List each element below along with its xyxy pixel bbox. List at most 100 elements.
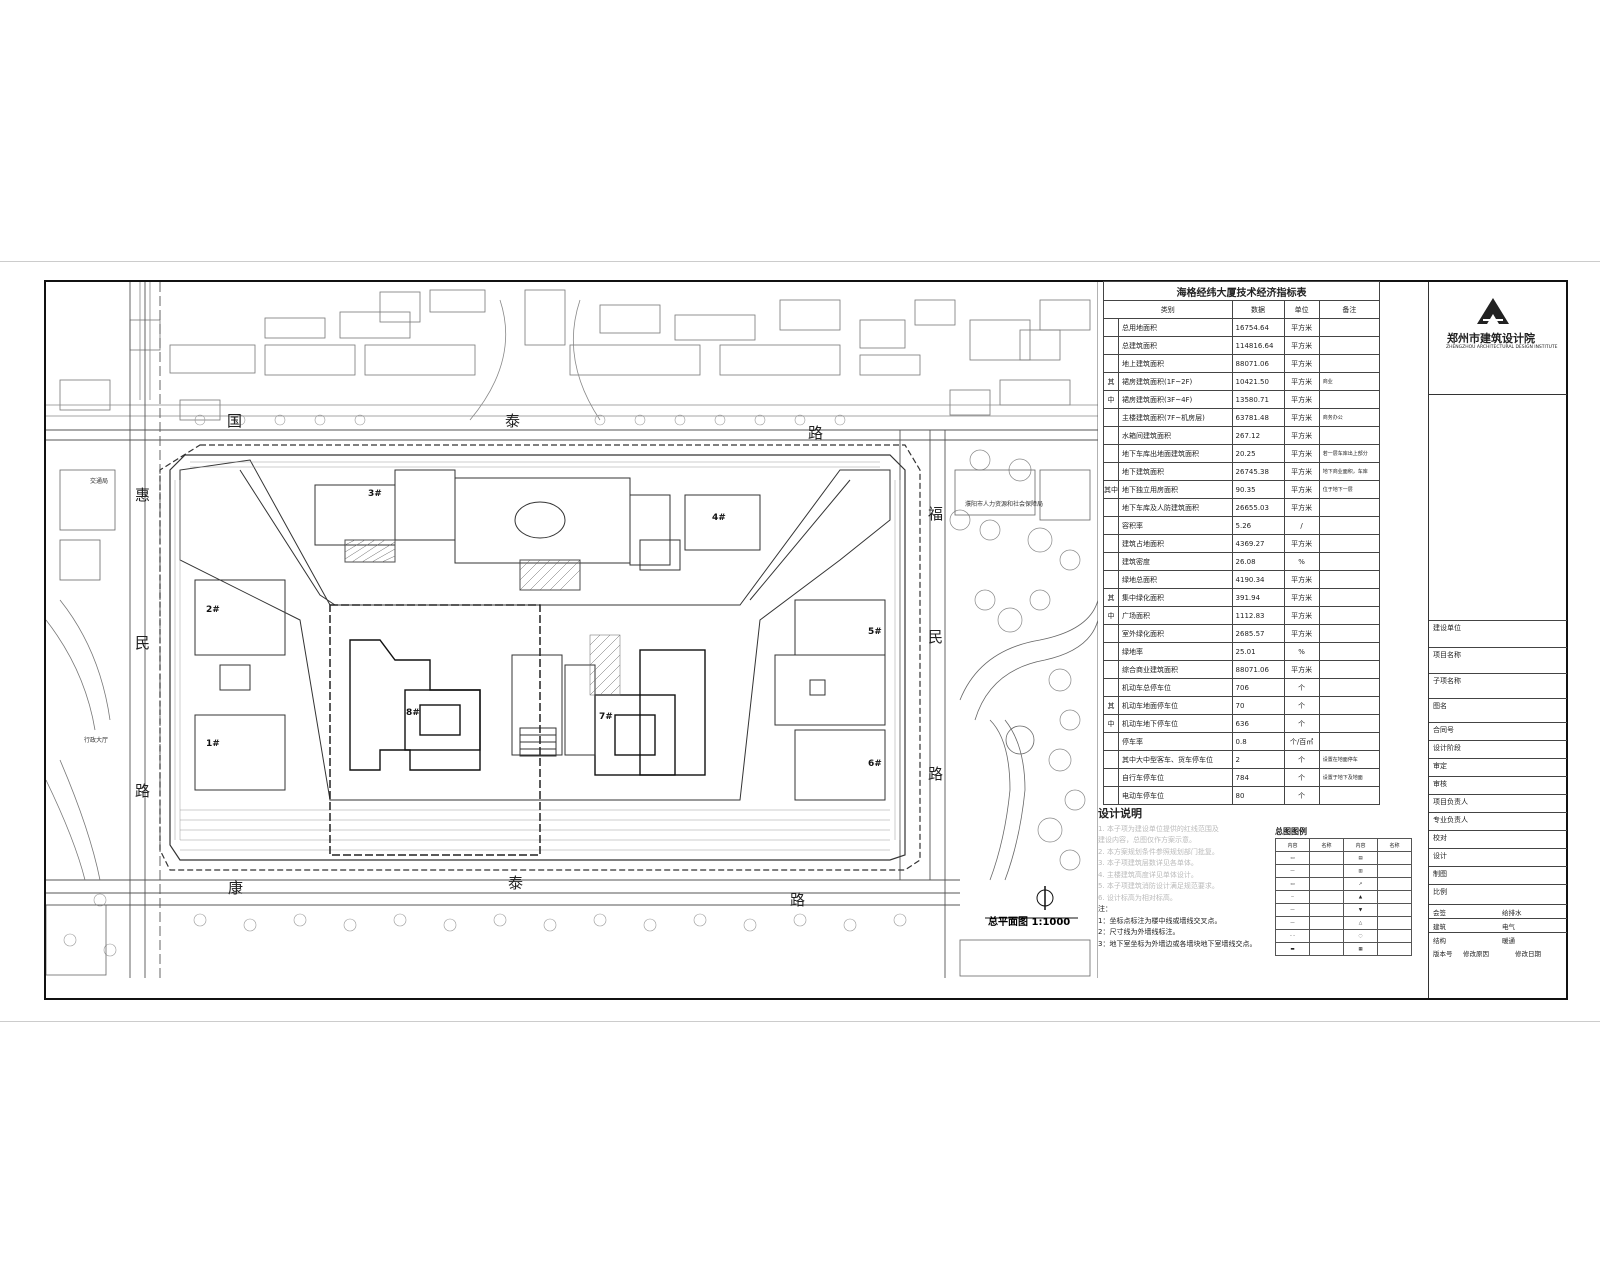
row-unit: 平方米 (1283, 462, 1320, 481)
row-unit: 平方米 (1283, 444, 1320, 463)
row-group-cell (1103, 498, 1119, 517)
institute-name-en: ZHENGZHOU ARCHITECTURAL DESIGN INSTITUTE (1446, 345, 1558, 350)
row-unit: 平方米 (1283, 408, 1320, 427)
row-group-cell (1103, 732, 1119, 751)
legend-cell (1377, 851, 1412, 865)
row-note (1318, 336, 1381, 355)
row-group-cell (1103, 570, 1119, 589)
row-note (1318, 588, 1381, 607)
legend-symbol: ▤ (1343, 851, 1378, 865)
row-unit: 平方米 (1283, 372, 1320, 391)
title-field-label: 审核 (1433, 780, 1447, 788)
road-south-2: 泰 (508, 874, 523, 892)
title-field-label: 项目负责人 (1433, 798, 1468, 806)
park-east (959, 599, 1098, 881)
road-north-2: 泰 (505, 412, 520, 430)
sign-off-label: 给排水 (1502, 909, 1522, 917)
row-note (1318, 390, 1381, 409)
row-note: 商务办公 (1318, 408, 1381, 427)
row-note: 商业 (1318, 372, 1381, 391)
row-value: 90.35 (1231, 480, 1285, 499)
legend-symbol: ↗ (1343, 877, 1378, 891)
row-group-cell (1103, 444, 1119, 463)
legend-cell (1377, 942, 1412, 956)
legend-symbol: - - (1275, 929, 1310, 943)
row-group-cell (1103, 354, 1119, 373)
row-unit: 个 (1283, 696, 1320, 715)
legend-title: 总图图例 (1275, 827, 1307, 836)
sign-off-cell: 给排水 (1498, 904, 1567, 919)
row-label: 容积率 (1118, 516, 1233, 535)
row-value: 2685.57 (1231, 624, 1285, 643)
row-label: 室外绿化面积 (1118, 624, 1233, 643)
row-value: 5.26 (1231, 516, 1285, 535)
title-field: 合同号 (1429, 722, 1567, 741)
row-label: 广场面积 (1118, 606, 1233, 625)
sign-off-cell: 结构 (1429, 932, 1498, 947)
label-traffic-bureau: 交通局 (90, 477, 108, 485)
road-south-1: 康 (228, 879, 243, 897)
row-group-cell: 中 (1103, 390, 1119, 409)
row-note (1318, 570, 1381, 589)
row-value: 80 (1231, 786, 1285, 805)
row-unit: 平方米 (1283, 498, 1320, 517)
row-label: 地下建筑面积 (1118, 462, 1233, 481)
row-value: 114816.64 (1231, 336, 1285, 355)
sign-off-label: 会签 (1433, 909, 1446, 917)
context-roads-north (46, 282, 1098, 421)
table-caption: 海格经纬大厦技术经济指标表 (1103, 281, 1380, 301)
row-group-cell (1103, 642, 1119, 661)
footnote-line: 1：坐标点标注为楼中线或墙线交叉点。 (1098, 916, 1222, 925)
title-field: 项目名称 (1429, 647, 1567, 674)
row-note (1318, 318, 1381, 337)
footnotes-title: 注： (1098, 905, 1112, 913)
road-east-3: 路 (928, 765, 943, 783)
footnote-line: 3：地下室坐标为外墙边或各墙块地下室墙线交点。 (1098, 939, 1257, 948)
title-field-label: 制图 (1433, 870, 1447, 878)
label-hr-bureau: 濮阳市人力资源和社会保障局 (965, 500, 1043, 508)
row-unit: 平方米 (1283, 390, 1320, 409)
row-value: 1112.83 (1231, 606, 1285, 625)
legend-h3: 内容 (1343, 838, 1378, 852)
row-label: 综合商业建筑面积 (1118, 660, 1233, 679)
row-unit: 个 (1283, 714, 1320, 733)
legend-cell (1309, 864, 1344, 878)
row-note (1318, 732, 1381, 751)
row-value: 26.08 (1231, 552, 1285, 571)
title-block: 郑州市建筑设计院 ZHENGZHOU ARCHITECTURAL DESIGN … (1428, 282, 1567, 998)
row-unit: 个 (1283, 786, 1320, 805)
road-west-3: 路 (135, 782, 150, 800)
design-note-line: 2. 本方案规划条件参照规划部门批复。 (1098, 847, 1219, 856)
row-unit: 平方米 (1283, 606, 1320, 625)
tower-7 (594, 649, 706, 776)
row-group-cell (1103, 462, 1119, 481)
row-note (1318, 786, 1381, 805)
row-note: 若一层车库出上部分 (1318, 444, 1381, 463)
title-field-label: 校对 (1433, 834, 1447, 842)
row-group-cell (1103, 552, 1119, 571)
footnote-list: 1：坐标点标注为楼中线或墙线交叉点。2：尺寸线为外墙线标注。3：地下室坐标为外墙… (1098, 916, 1278, 951)
row-note (1318, 714, 1381, 733)
design-note-line: 5. 本子项建筑消防设计满足规范要求。 (1098, 882, 1219, 890)
sign-off-label: 建筑 (1433, 923, 1446, 931)
phase-boundary (329, 604, 541, 856)
row-group-cell (1103, 516, 1119, 535)
road-north-3: 路 (808, 424, 823, 442)
sign-off-label: 电气 (1502, 923, 1515, 931)
title-field-label: 建设单位 (1433, 624, 1461, 632)
road-east-2: 民 (928, 628, 943, 646)
row-note (1318, 426, 1381, 445)
title-field: 审核 (1429, 776, 1567, 795)
row-value: 2 (1231, 750, 1285, 769)
row-group-cell (1103, 750, 1119, 769)
row-label: 建筑密度 (1118, 552, 1233, 571)
